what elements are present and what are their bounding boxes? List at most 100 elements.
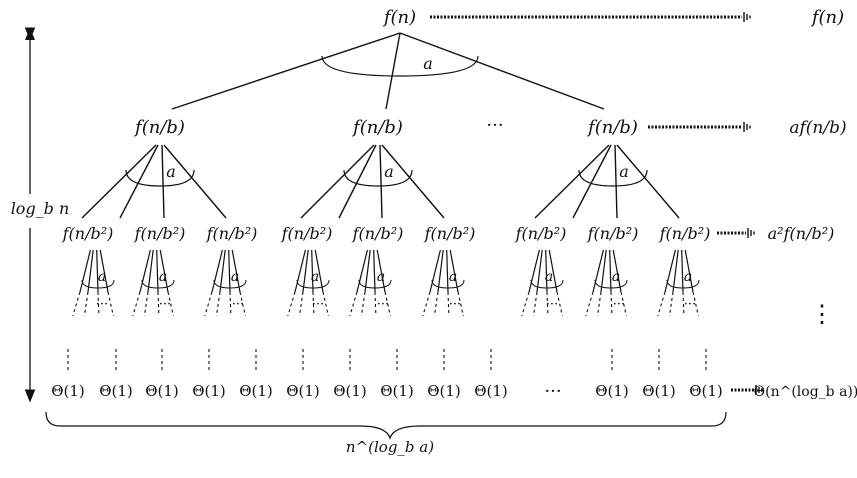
level2-edge bbox=[228, 249, 231, 293]
level1-edge bbox=[338, 144, 377, 219]
level2-arc-label: a bbox=[377, 269, 385, 285]
level2-edge bbox=[302, 249, 309, 293]
level2-edge bbox=[79, 249, 91, 293]
level2-edge bbox=[99, 249, 109, 293]
level0-cost: f(n) bbox=[810, 7, 844, 28]
leaf-node: Θ(1) bbox=[239, 382, 273, 400]
level2-edge bbox=[356, 249, 368, 293]
level3-ellipsis: ··· bbox=[684, 297, 696, 312]
level2-arc bbox=[666, 279, 700, 289]
level2-edge bbox=[528, 249, 540, 293]
level3-dashed-edge bbox=[298, 291, 304, 317]
level2-edge bbox=[364, 249, 371, 293]
level1-edge bbox=[163, 144, 227, 219]
leaf-node: Θ(1) bbox=[689, 382, 723, 400]
leaf-node: Θ(1) bbox=[380, 382, 414, 400]
level1-edge bbox=[614, 144, 618, 219]
level2-edge bbox=[96, 249, 99, 293]
level3-dashed-edge bbox=[312, 291, 315, 317]
level2-node-5: f(n/b²) bbox=[352, 224, 404, 243]
leaf-node: Θ(1) bbox=[333, 382, 367, 400]
level1-ellipsis: ··· bbox=[486, 115, 503, 136]
level2-edge bbox=[681, 249, 684, 293]
level3-ellipsis: ··· bbox=[449, 297, 461, 312]
leaf-node: Θ(1) bbox=[145, 382, 179, 400]
level3-dashed-edge bbox=[167, 291, 174, 317]
leaf-node: Θ(1) bbox=[427, 382, 461, 400]
level2-edge bbox=[139, 249, 151, 293]
level2-edge bbox=[231, 249, 241, 293]
level2-arc bbox=[296, 279, 330, 289]
level3-dashed-edge bbox=[374, 291, 377, 317]
level3-dashed-edge bbox=[682, 291, 685, 317]
level3-dashed-edge bbox=[668, 291, 674, 317]
level2-edge bbox=[156, 249, 159, 293]
level2-arc-label: a bbox=[231, 269, 239, 285]
level1-edge bbox=[616, 144, 680, 219]
level2-arc bbox=[530, 279, 564, 289]
level3-dashed-edge bbox=[204, 291, 213, 317]
level1-edge bbox=[300, 144, 375, 219]
level3-dashed-edge bbox=[546, 291, 549, 317]
level3-dashed-edge bbox=[229, 291, 232, 317]
level3-dashed-edge bbox=[384, 291, 391, 317]
level2-edge bbox=[664, 249, 676, 293]
level1-edge bbox=[119, 144, 159, 219]
level3-dashed-edge bbox=[215, 291, 221, 317]
tree-height-label: log_b n bbox=[11, 199, 70, 218]
level3-ellipsis: ··· bbox=[377, 297, 389, 312]
level2-arc-label: a bbox=[449, 269, 457, 285]
level2-arc-label: a bbox=[612, 269, 620, 285]
level2-edge bbox=[219, 249, 226, 293]
level-vdots: ⋮ bbox=[810, 300, 834, 328]
level3-dashed-edge bbox=[447, 291, 450, 317]
level1-arc bbox=[125, 169, 195, 187]
level2-edge bbox=[446, 249, 449, 293]
level3-dashed-edge bbox=[132, 291, 141, 317]
level3-dashed-edge bbox=[657, 291, 666, 317]
level3-dashed-edge bbox=[349, 291, 358, 317]
level1-edge bbox=[81, 144, 157, 219]
level2-edge bbox=[536, 249, 543, 293]
level3-dashed-edge bbox=[360, 291, 366, 317]
level2-edge bbox=[672, 249, 679, 293]
leaf-level-cost: Θ(n^(log_b a)) bbox=[754, 384, 857, 400]
root-arc-label: a bbox=[423, 54, 433, 73]
level1-edge bbox=[381, 144, 445, 219]
root-edge bbox=[399, 32, 605, 110]
level1-edge bbox=[534, 144, 610, 219]
level2-node-1: f(n/b²) bbox=[62, 224, 114, 243]
leaf-count-label: n^(log_b a) bbox=[346, 438, 434, 456]
level1-node-left: f(n/b) bbox=[133, 117, 185, 138]
level1-node-right: f(n/b) bbox=[586, 117, 638, 138]
level2-edge bbox=[545, 249, 548, 293]
level3-dashed-edge bbox=[322, 291, 329, 317]
level3-dashed-edge bbox=[97, 291, 100, 317]
level2-edge bbox=[87, 249, 94, 293]
level1-arc-label-right: a bbox=[619, 162, 629, 181]
level2-node-2: f(n/b²) bbox=[134, 224, 186, 243]
level2-arc bbox=[141, 279, 175, 289]
tree-height-arrowhead-top bbox=[25, 28, 35, 40]
root-arc bbox=[321, 55, 479, 77]
leaf-node: Θ(1) bbox=[286, 382, 320, 400]
leaf-node: Θ(1) bbox=[192, 382, 226, 400]
level3-dashed-edge bbox=[620, 291, 627, 317]
level1-node-middle: f(n/b) bbox=[351, 117, 403, 138]
level1-arc-label-left: a bbox=[166, 162, 176, 181]
level2-edge bbox=[314, 249, 324, 293]
level2-node-8: f(n/b²) bbox=[587, 224, 639, 243]
level2-edge bbox=[159, 249, 169, 293]
level2-edge bbox=[437, 249, 444, 293]
leaf-ellipsis: ··· bbox=[544, 381, 561, 402]
level2-node-3: f(n/b²) bbox=[206, 224, 258, 243]
level3-dashed-edge bbox=[585, 291, 594, 317]
level2-arc bbox=[81, 279, 115, 289]
level3-dashed-edge bbox=[107, 291, 114, 317]
level3-ellipsis: ··· bbox=[613, 297, 625, 312]
level3-ellipsis: ··· bbox=[232, 297, 244, 312]
level1-edge bbox=[379, 144, 383, 219]
level2-arc bbox=[431, 279, 465, 289]
tree-edges bbox=[24, 12, 763, 440]
